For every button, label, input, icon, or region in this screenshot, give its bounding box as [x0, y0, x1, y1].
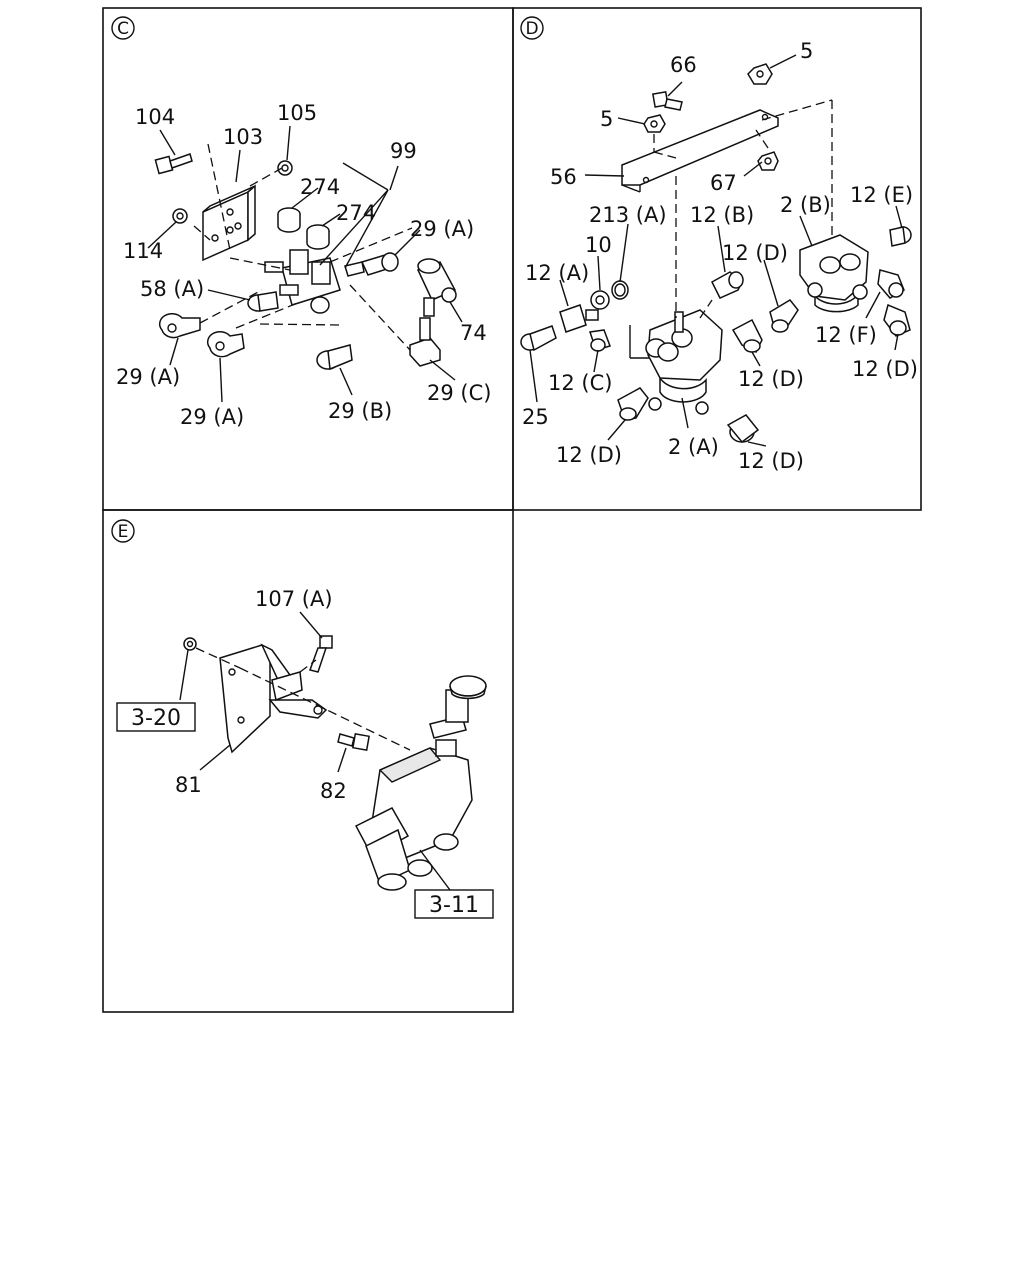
elbow-12d-lower-left	[617, 387, 649, 421]
valve-2b	[799, 234, 869, 313]
bracket-56	[621, 109, 779, 193]
label-29a-bottom: 29 (A)	[180, 405, 244, 429]
svg-text:E: E	[118, 522, 129, 542]
nut-67	[757, 151, 779, 171]
bracket-81	[219, 643, 328, 754]
label-114: 114	[123, 239, 163, 263]
oring-213a	[611, 280, 629, 300]
panel-d-letter: D	[520, 16, 544, 40]
nut-e	[183, 637, 197, 651]
label-12d-top: 12 (D)	[722, 241, 788, 265]
label-29a-left: 29 (A)	[116, 365, 180, 389]
panel-frames	[102, 7, 922, 1013]
elbow-74	[416, 258, 457, 317]
label-99: 99	[390, 139, 417, 163]
label-29a-right: 29 (A)	[410, 217, 474, 241]
panel-d-leaders	[529, 54, 903, 447]
label-12d-right: 12 (D)	[738, 367, 804, 391]
panel-d-frame	[512, 7, 922, 511]
panel-e-letter: E	[111, 519, 135, 543]
bolt-107a	[309, 635, 333, 673]
ref-box-3-20-label: 3-20	[131, 706, 181, 731]
bolt-82	[337, 733, 370, 751]
label-2a: 2 (A)	[668, 435, 719, 459]
panel-e: E	[111, 519, 494, 919]
label-56: 56	[550, 165, 577, 189]
elbow-12d-far-right	[883, 303, 911, 337]
nut-5-top	[747, 63, 773, 85]
label-12c: 12 (C)	[548, 371, 612, 395]
label-274-b: 274	[336, 201, 376, 225]
elbow-12b	[711, 271, 744, 299]
elbow-12f	[877, 269, 905, 299]
label-213a: 213 (A)	[589, 203, 667, 227]
fitting-12c	[589, 329, 611, 352]
svg-text:C: C	[117, 19, 129, 39]
ref-box-3-20[interactable]: 3-20	[116, 702, 196, 732]
panel-e-labels: 107 (A) 81 82	[175, 587, 347, 803]
ref-box-3-11-label: 3-11	[429, 893, 479, 918]
bracket-103	[202, 184, 256, 262]
label-12e: 12 (E)	[850, 183, 913, 207]
elbow-12d-mid	[769, 299, 799, 333]
bolt-66	[652, 91, 683, 111]
fitting-29a-bottom	[206, 330, 245, 358]
fitting-29c	[409, 317, 441, 367]
label-25: 25	[522, 405, 549, 429]
panel-d-labels: 66 5 5 56 67 213 (A) 12 (B) 2 (B) 12 (E)…	[522, 39, 918, 473]
valve-2a	[645, 309, 723, 415]
label-12d-far-right: 12 (D)	[852, 357, 918, 381]
fitting-58a	[247, 291, 279, 312]
fitting-29a-right	[344, 252, 399, 277]
label-29c: 29 (C)	[427, 381, 491, 405]
elbow-12d-right	[731, 318, 763, 354]
label-81: 81	[175, 773, 202, 797]
nut-5-left	[643, 114, 666, 133]
fitting-12e	[889, 226, 912, 247]
label-10: 10	[585, 233, 612, 257]
label-104: 104	[135, 105, 175, 129]
label-66: 66	[670, 53, 697, 77]
label-12d-lower-left: 12 (D)	[556, 443, 622, 467]
valve-body	[264, 249, 341, 314]
label-103: 103	[223, 125, 263, 149]
label-12f: 12 (F)	[815, 323, 877, 347]
label-2b: 2 (B)	[780, 193, 831, 217]
hand-valve	[354, 675, 487, 891]
panel-c-labels: 104 103 105 99 274 274 29 (A) 114 58 (A)…	[116, 101, 491, 429]
fitting-12d-lower-right	[726, 414, 760, 444]
label-5-left: 5	[600, 107, 613, 131]
fitting-29a-left	[158, 312, 201, 339]
label-74: 74	[460, 321, 487, 345]
ref-box-3-11[interactable]: 3-11	[414, 889, 494, 919]
fitting-29b	[316, 344, 353, 371]
fitting-25	[520, 325, 557, 352]
washer-10	[590, 290, 610, 310]
panel-c-letter: C	[111, 16, 135, 40]
panel-e-leaders	[179, 611, 451, 891]
bolt-104	[154, 153, 193, 175]
cap-274-a	[277, 207, 301, 233]
panel-c: C	[111, 16, 491, 429]
label-105: 105	[277, 101, 317, 125]
label-5-top: 5	[800, 39, 813, 63]
label-12a: 12 (A)	[525, 261, 589, 285]
cap-274-b	[306, 224, 330, 250]
panel-d: D	[520, 16, 918, 473]
panel-e-frame	[102, 509, 514, 1013]
label-58a: 58 (A)	[140, 277, 204, 301]
label-107a: 107 (A)	[255, 587, 333, 611]
fitting-12a	[559, 304, 599, 333]
label-82: 82	[320, 779, 347, 803]
label-67: 67	[710, 171, 737, 195]
svg-text:D: D	[525, 19, 538, 39]
panel-c-leaders	[147, 125, 463, 403]
label-274-a: 274	[300, 175, 340, 199]
nut-114	[172, 208, 188, 224]
label-12b: 12 (B)	[690, 203, 754, 227]
label-29b: 29 (B)	[328, 399, 392, 423]
nut-105	[277, 160, 293, 176]
label-12d-lower-right: 12 (D)	[738, 449, 804, 473]
